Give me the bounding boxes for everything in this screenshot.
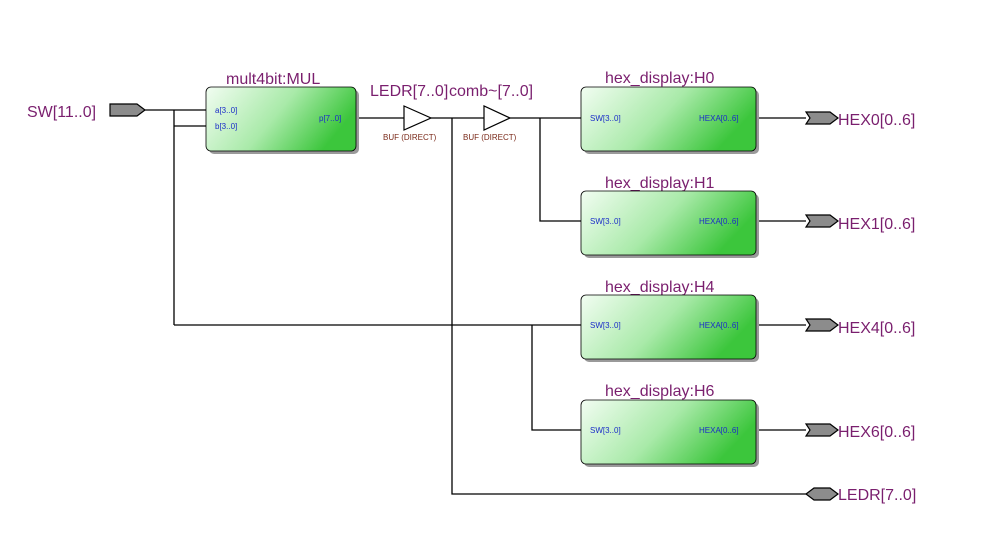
output-pin-hex0-label: HEX0[0..6] <box>838 112 915 129</box>
hex-block-h6-port-out: HEXA[0..6] <box>699 426 739 435</box>
input-pin-label: SW[11..0] <box>27 104 96 121</box>
input-pin-shape <box>109 103 146 117</box>
output-pin-ledr-shape <box>805 487 839 501</box>
input-pin-sw[interactable]: SW[11..0] <box>27 103 146 121</box>
hex-block-h6-body <box>580 399 757 465</box>
hex-block-h6-title: hex_display:H6 <box>605 383 715 400</box>
output-pin-hex1-label: HEX1[0..6] <box>838 216 915 233</box>
hex-block-h4-port-out: HEXA[0..6] <box>699 321 739 330</box>
buffer-comb[interactable]: comb~[7..0] BUF (DIRECT) <box>449 83 533 142</box>
mult-port-p: p[7..0] <box>319 114 341 123</box>
output-pin-hex0-shape <box>804 111 839 125</box>
wire-to-h6 <box>531 325 581 431</box>
buffer-ledr-type: BUF (DIRECT) <box>383 133 437 142</box>
buffer-comb-triangle <box>483 105 512 131</box>
buffer-comb-type: BUF (DIRECT) <box>463 133 517 142</box>
mult-port-b: b[3..0] <box>215 122 237 131</box>
hex-block-h1-body <box>580 190 757 256</box>
mult-block-title: mult4bit:MUL <box>226 71 320 88</box>
output-pin-hex0[interactable]: HEX0[0..6] <box>804 111 915 129</box>
buffer-comb-label: comb~[7..0] <box>449 83 533 100</box>
hex-block-h1-port-out: HEXA[0..6] <box>699 217 739 226</box>
mult-block-body <box>205 86 357 152</box>
hex-block-h4-body <box>580 294 757 360</box>
output-pin-hex6-label: HEX6[0..6] <box>838 424 915 441</box>
output-pin-hex4-label: HEX4[0..6] <box>838 320 915 337</box>
hex-block-h1-port-in: SW[3..0] <box>590 217 621 226</box>
hex-block-h0-body <box>580 86 757 152</box>
hex-block-h1-title: hex_display:H1 <box>605 175 715 192</box>
hex-block-h0-port-out: HEXA[0..6] <box>699 114 739 123</box>
output-pin-ledr-label: LEDR[7..0] <box>838 487 916 504</box>
wire-group <box>145 109 806 495</box>
output-pin-hex4-shape <box>804 318 839 332</box>
wire-to-ledr <box>451 118 806 495</box>
hex-block-h4-title: hex_display:H4 <box>605 279 715 296</box>
mult-block[interactable]: mult4bit:MUL a[3..0] b[3..0] p[7..0] <box>205 71 359 154</box>
mult-port-a: a[3..0] <box>215 106 237 115</box>
hex-block-h4[interactable]: hex_display:H4 SW[3..0] HEXA[0..6] <box>580 279 759 362</box>
output-pin-hex1[interactable]: HEX1[0..6] <box>804 214 915 233</box>
hex-block-h0-port-in: SW[3..0] <box>590 114 621 123</box>
output-pin-hex1-shape <box>804 214 839 228</box>
hex-block-h6[interactable]: hex_display:H6 SW[3..0] HEXA[0..6] <box>580 383 759 467</box>
wire-to-h1 <box>539 118 581 222</box>
hex-block-h0-title: hex_display:H0 <box>605 70 715 87</box>
hex-block-h0[interactable]: hex_display:H0 SW[3..0] HEXA[0..6] <box>580 70 759 154</box>
output-pin-hex4[interactable]: HEX4[0..6] <box>804 318 915 337</box>
buffer-ledr[interactable]: LEDR[7..0] BUF (DIRECT) <box>370 83 448 142</box>
hex-block-h4-port-in: SW[3..0] <box>590 321 621 330</box>
output-pin-ledr[interactable]: LEDR[7..0] <box>805 487 916 504</box>
output-pin-hex6-shape <box>804 423 839 437</box>
buffer-ledr-triangle <box>403 105 433 131</box>
hex-block-h6-port-in: SW[3..0] <box>590 426 621 435</box>
hex-block-h1[interactable]: hex_display:H1 SW[3..0] HEXA[0..6] <box>580 175 759 258</box>
output-pin-hex6[interactable]: HEX6[0..6] <box>804 423 915 441</box>
buffer-ledr-label: LEDR[7..0] <box>370 83 448 100</box>
